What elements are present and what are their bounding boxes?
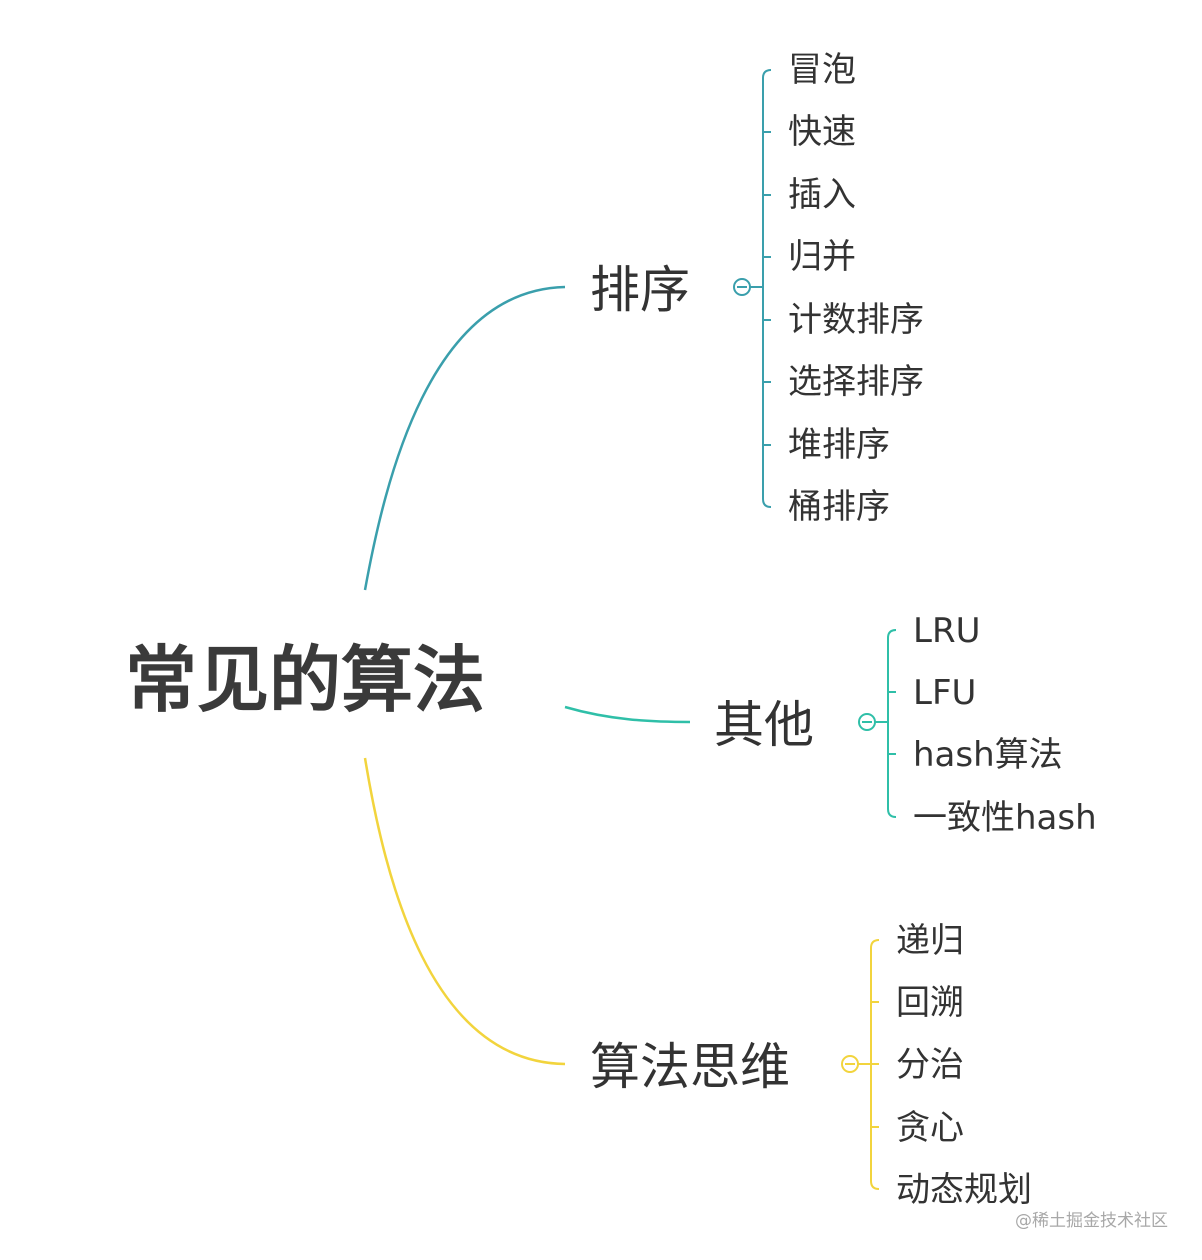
leaf-thinking-recursion[interactable]: 递归 <box>896 921 964 961</box>
bracket-spine <box>762 69 772 508</box>
connector-branch-thinking <box>363 757 566 1066</box>
children-bracket-other <box>875 629 897 818</box>
watermark: @稀土掘金技术社区 <box>1015 1211 1168 1231</box>
children-bracket-thinking <box>858 939 880 1190</box>
leaf-other-lru[interactable]: LRU <box>913 611 980 651</box>
connector-branch-other <box>564 705 691 724</box>
collapse-toggle-other[interactable] <box>858 713 876 731</box>
collapse-toggle-sort[interactable] <box>733 278 751 296</box>
root-topic[interactable]: 常见的算法 <box>125 638 485 722</box>
leaf-other-hash[interactable]: hash算法 <box>913 735 1063 775</box>
leaf-thinking-greedy[interactable]: 贪心 <box>896 1108 964 1148</box>
leaf-other-consistent-hash[interactable]: 一致性hash <box>913 798 1097 838</box>
leaf-sort-bubble[interactable]: 冒泡 <box>788 50 856 90</box>
leaf-thinking-divide-conquer[interactable]: 分治 <box>896 1045 964 1085</box>
leaf-other-lfu[interactable]: LFU <box>913 673 976 713</box>
children-bracket-sort <box>750 69 772 508</box>
connector-branch-sort <box>363 285 566 591</box>
leaf-sort-selection[interactable]: 选择排序 <box>788 362 924 402</box>
leaf-sort-counting[interactable]: 计数排序 <box>788 300 924 340</box>
leaf-sort-insert[interactable]: 插入 <box>788 175 856 215</box>
bracket-spine <box>887 629 897 818</box>
leaf-thinking-dynamic-programming[interactable]: 动态规划 <box>896 1170 1032 1210</box>
leaf-sort-merge[interactable]: 归并 <box>788 237 856 277</box>
branch-topic-other[interactable]: 其他 <box>714 696 814 754</box>
branch-topic-thinking[interactable]: 算法思维 <box>590 1038 790 1096</box>
collapse-toggle-thinking[interactable] <box>841 1055 859 1073</box>
branch-topic-sort[interactable]: 排序 <box>590 261 690 319</box>
leaf-sort-quick[interactable]: 快速 <box>788 112 856 152</box>
leaf-sort-bucket[interactable]: 桶排序 <box>788 487 890 527</box>
leaf-thinking-backtracking[interactable]: 回溯 <box>896 983 964 1023</box>
leaf-sort-heap[interactable]: 堆排序 <box>788 425 890 465</box>
